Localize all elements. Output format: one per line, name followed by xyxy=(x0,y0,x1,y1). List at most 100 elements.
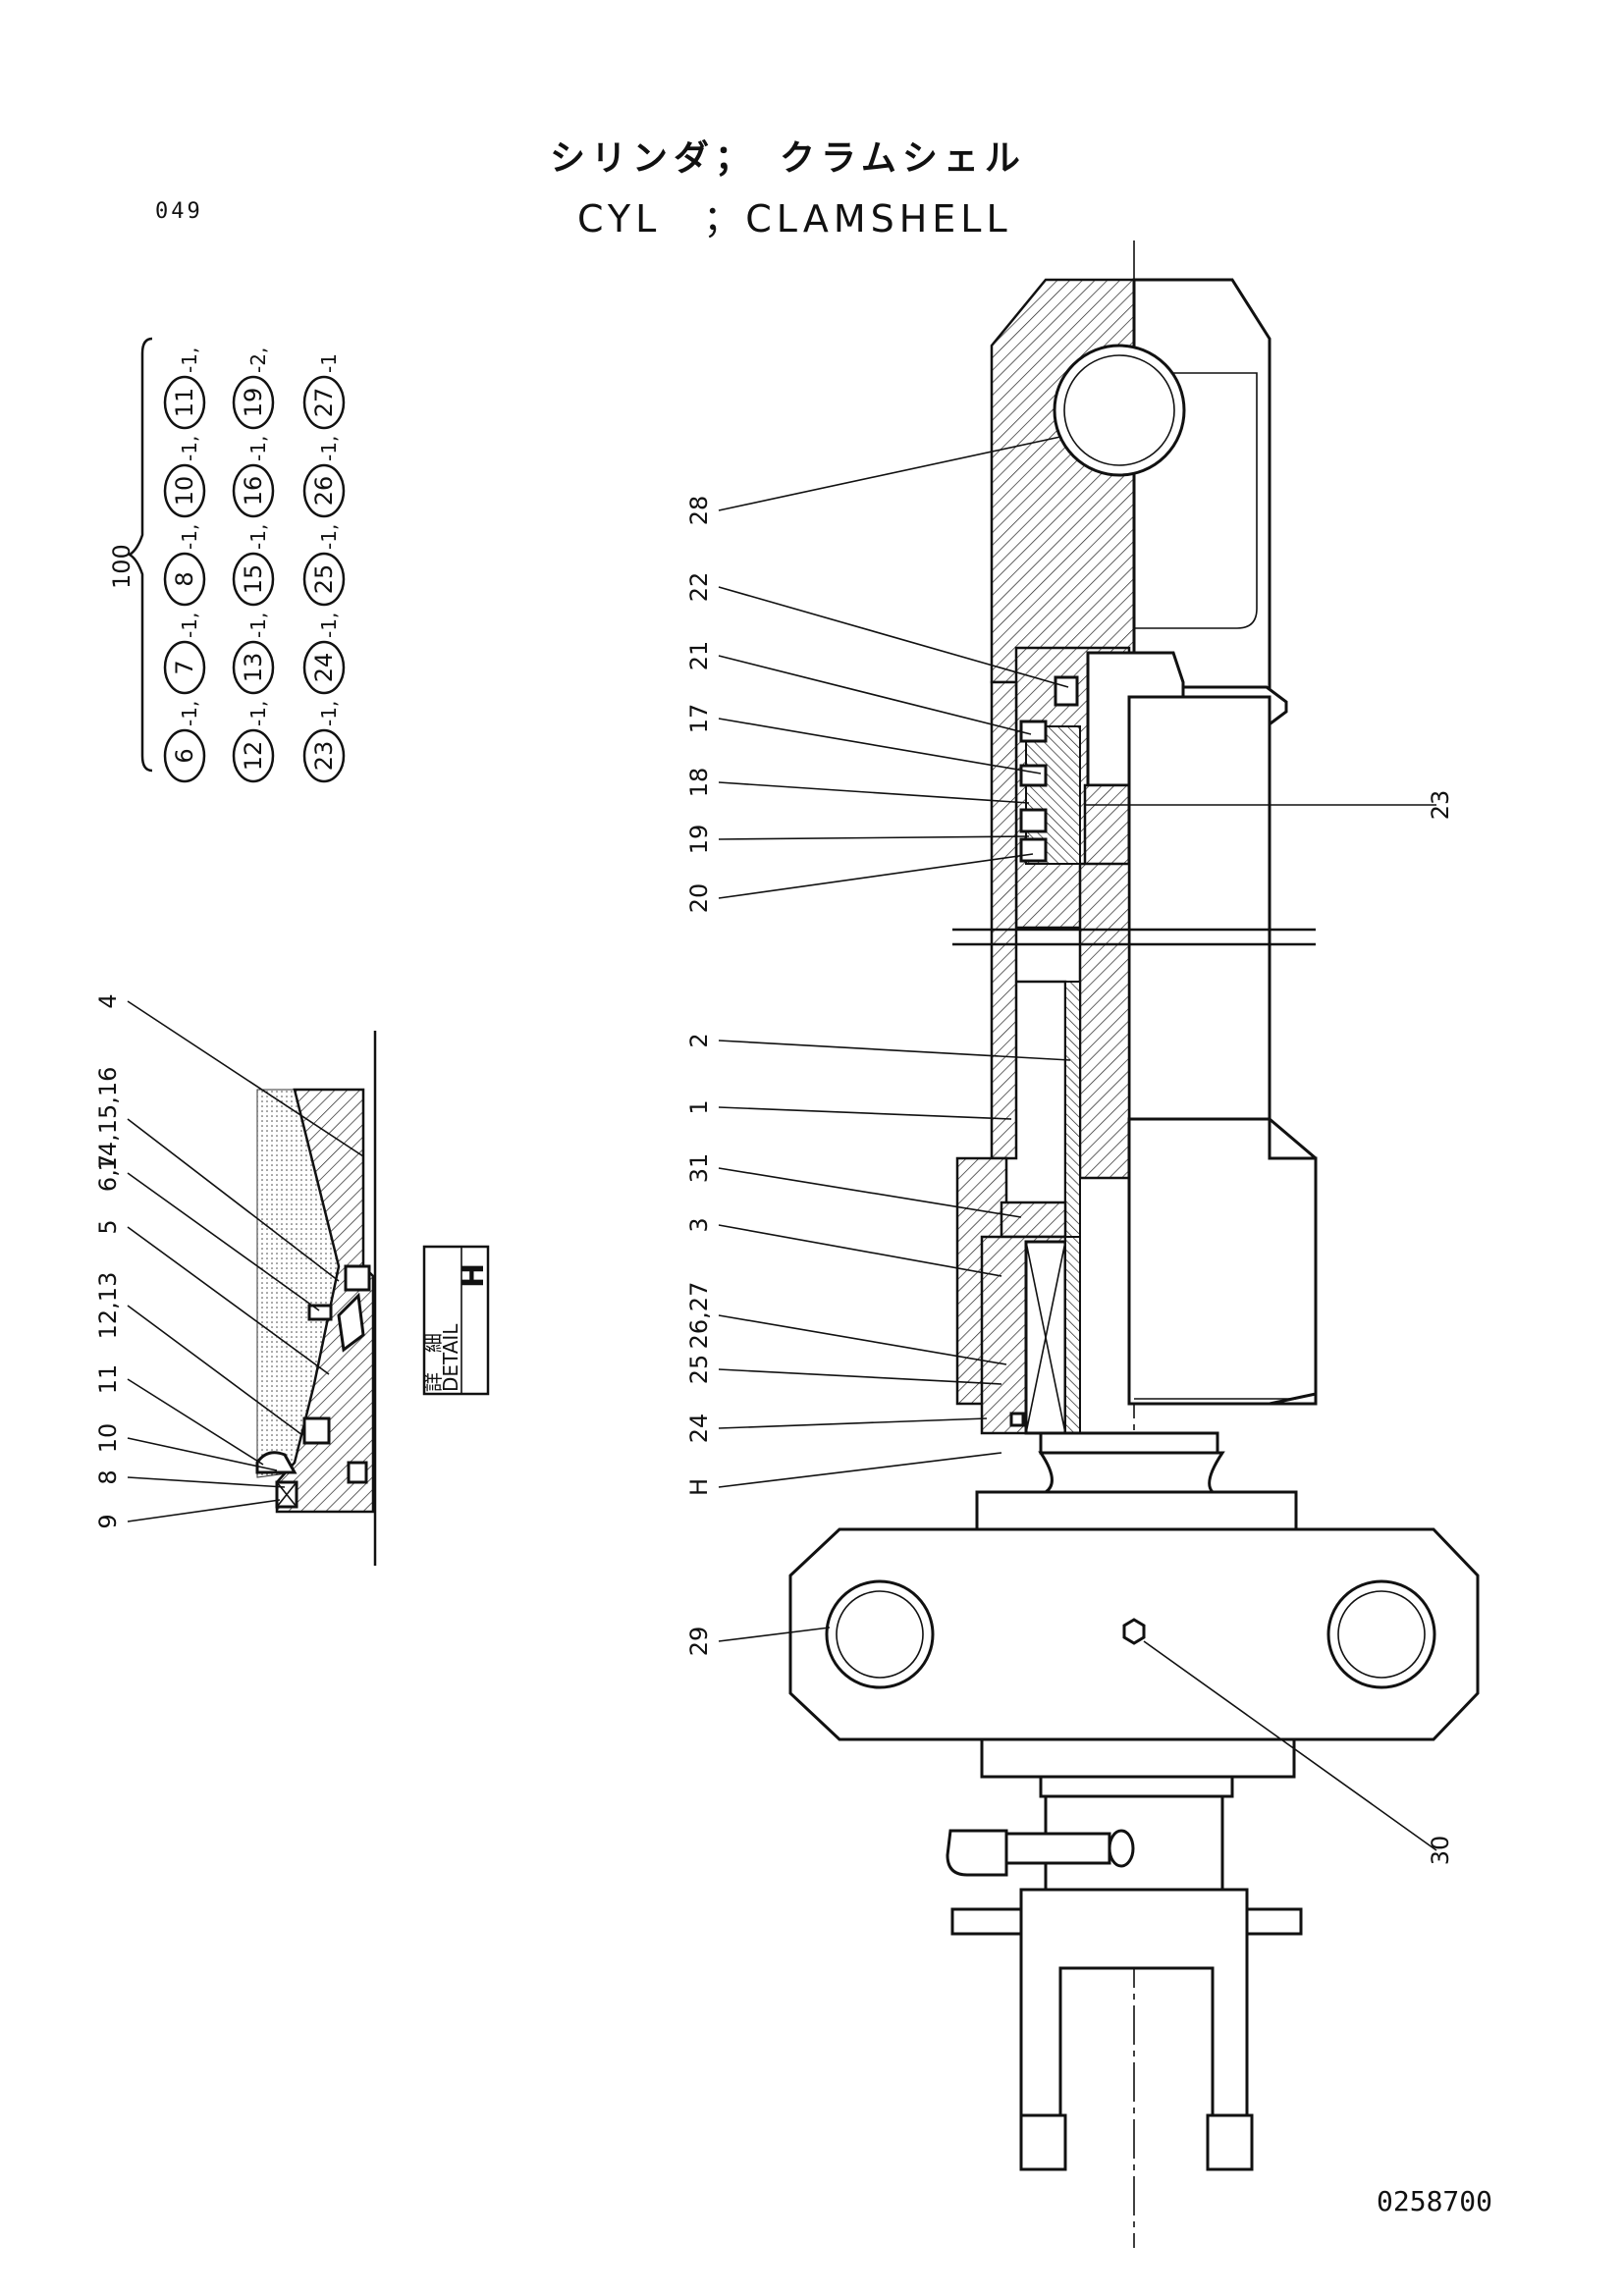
kit-list: 100 6-1,12-1,23-1,7-1,13-1,24-1,8-1,15-1… xyxy=(108,337,346,783)
callout-leader xyxy=(718,853,1034,899)
part-callout: 21 xyxy=(685,641,1032,735)
callout-label: 21 xyxy=(685,641,713,671)
page-number: 049 xyxy=(155,199,203,224)
callout-label: 26,27 xyxy=(685,1282,713,1350)
kit-item-suffix: -1, xyxy=(178,524,201,550)
kit-item-number: 27 xyxy=(310,388,338,418)
callout-leader xyxy=(127,1378,264,1466)
callout-leader xyxy=(718,1452,1002,1488)
part-callout: 22 xyxy=(685,572,1069,688)
callout-leader xyxy=(127,1476,286,1488)
callout-leader xyxy=(718,436,1061,511)
kit-item-suffix: -2, xyxy=(246,347,270,373)
kit-item-suffix: -1, xyxy=(246,436,270,461)
kit-item-suffix: -1, xyxy=(317,524,341,550)
detail-label-en: DETAIL xyxy=(439,1323,462,1392)
callout-leader xyxy=(718,1106,1012,1120)
callout-leader xyxy=(1143,1640,1437,1851)
part-callout: 25 xyxy=(685,1355,1002,1385)
bushing-29 xyxy=(825,1579,935,1689)
callout-label: 2 xyxy=(685,1033,713,1047)
callout-layer: 282221171819202131326,272524H292330414,1… xyxy=(94,436,1454,1866)
part-callout: 5 xyxy=(94,1219,330,1375)
kit-item: 13-1, xyxy=(232,613,275,695)
kit-item: 15-1, xyxy=(232,524,275,607)
kit-item-number: 12 xyxy=(240,741,267,772)
part-callout: 8 xyxy=(94,1469,286,1488)
kit-item: 25-1, xyxy=(302,524,346,607)
kit-item-number: 19 xyxy=(240,388,267,418)
callout-label: 25 xyxy=(685,1355,713,1385)
part-callout: 30 xyxy=(1143,1640,1454,1866)
callout-label: 3 xyxy=(685,1217,713,1232)
part-callout: 9 xyxy=(94,1499,281,1529)
grease-fitting-30 xyxy=(1122,1618,1146,1645)
kit-item-number: 23 xyxy=(310,741,338,772)
bushing-28 xyxy=(1053,344,1186,477)
kit-item: 19 -2, xyxy=(232,347,275,430)
part-callout: 31 xyxy=(685,1153,1022,1218)
kit-item-number: 13 xyxy=(240,653,267,683)
callout-leader xyxy=(127,1226,330,1375)
part-callout: 18 xyxy=(685,768,1030,804)
callout-label: 17 xyxy=(685,704,713,734)
part-callout: 26,27 xyxy=(685,1282,1007,1365)
callout-leader xyxy=(718,1314,1007,1365)
callout-leader xyxy=(718,586,1069,688)
part-callout: 23 xyxy=(1085,790,1454,820)
rod-end-assembly xyxy=(788,1431,1480,2171)
detail-h-view xyxy=(255,1031,377,1566)
part-callout: 19 xyxy=(685,825,1030,854)
kit-item-number: 7 xyxy=(171,660,198,674)
piston-section xyxy=(955,1156,1081,1435)
callout-leader xyxy=(127,1305,303,1436)
kit-item-suffix: -1, xyxy=(317,436,341,461)
kit-item: 27-1 xyxy=(302,353,346,430)
part-callout: 11 xyxy=(94,1364,264,1466)
callout-label: 5 xyxy=(94,1219,122,1234)
kit-item: 11-1, xyxy=(163,347,206,430)
callout-leader xyxy=(718,1040,1071,1061)
detail-label-letter: H xyxy=(457,1263,491,1288)
kit-item-number: 16 xyxy=(240,476,267,507)
callout-leader xyxy=(718,1167,1022,1218)
callout-label: 4 xyxy=(94,993,122,1008)
callout-leader xyxy=(127,1499,281,1522)
callout-label: H xyxy=(685,1478,713,1496)
callout-label: 30 xyxy=(1427,1836,1454,1866)
part-callout: 2 xyxy=(685,1033,1071,1061)
callout-label: 29 xyxy=(685,1627,713,1657)
callout-label: 9 xyxy=(94,1514,122,1528)
kit-item-suffix: -1, xyxy=(178,436,201,461)
part-callout: 6,7 xyxy=(94,1154,320,1311)
callout-leader xyxy=(718,781,1030,804)
kit-item: 10-1, xyxy=(163,436,206,518)
callout-leader xyxy=(718,1368,1002,1385)
callout-leader xyxy=(718,655,1032,735)
kit-number: 100 xyxy=(108,544,135,589)
callout-leader xyxy=(127,1000,364,1157)
kit-item-number: 6 xyxy=(171,748,198,763)
callout-label: 10 xyxy=(94,1423,122,1454)
callout-leader xyxy=(127,1118,340,1282)
kit-item: 23 -1, xyxy=(302,701,346,783)
kit-columns: 6-1,12-1,23-1,7-1,13-1,24-1,8-1,15-1,25-… xyxy=(163,347,346,783)
title-japanese: シリンダ； クラムシェル xyxy=(550,138,1026,179)
title-english: CYL ；CLAMSHELL xyxy=(577,197,1012,240)
kit-item: 24-1, xyxy=(302,613,346,695)
kit-item: 12 -1, xyxy=(232,701,275,783)
callout-label: 28 xyxy=(685,496,713,526)
kit-item-suffix: -1, xyxy=(246,701,270,726)
callout-label: 22 xyxy=(685,572,713,603)
part-callout: 4 xyxy=(94,993,364,1157)
kit-item-suffix: -1, xyxy=(317,701,341,726)
kit-item-number: 26 xyxy=(310,476,338,507)
callout-label: 18 xyxy=(685,768,713,798)
callout-leader xyxy=(718,1224,1002,1277)
callout-label: 12,13 xyxy=(94,1272,122,1340)
callout-leader xyxy=(718,718,1042,774)
part-callout: 20 xyxy=(685,853,1034,913)
kit-item-number: 11 xyxy=(171,388,198,418)
